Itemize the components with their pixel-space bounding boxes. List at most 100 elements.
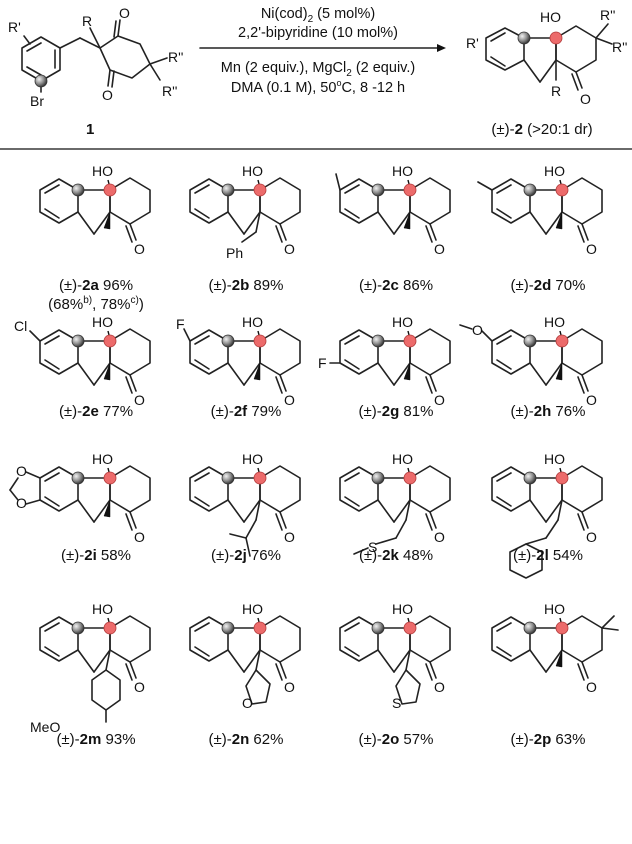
carbon-ball — [221, 334, 235, 348]
product-2o: O HO S — [339, 601, 451, 711]
substituent-label: S — [368, 539, 377, 555]
atom-label: O — [16, 495, 27, 511]
atom-label: O — [284, 529, 295, 545]
substituent-label: R' — [466, 35, 479, 51]
product-yield-label: (±)-2j 76% — [211, 547, 281, 564]
carbon-ball — [371, 471, 385, 485]
atom-label: O — [586, 392, 597, 408]
atom-label: O — [16, 463, 27, 479]
atom-label: O — [586, 241, 597, 257]
atom-label: HO — [544, 163, 565, 179]
carbon-ball — [523, 334, 537, 348]
atom-label: O — [434, 529, 445, 545]
substituent-label: R — [82, 13, 92, 29]
atom-label: HO — [392, 601, 413, 617]
atom-label: HO — [92, 314, 113, 330]
stereocenter-ball — [403, 471, 417, 485]
carbon-ball — [221, 183, 235, 197]
product-2a: OHO — [39, 163, 151, 257]
atom-label: Cl — [14, 318, 27, 334]
substituent-label: S — [392, 695, 401, 711]
atom-label: HO — [242, 163, 263, 179]
stereocenter-ball — [555, 334, 569, 348]
substituent-label: Ph — [226, 245, 243, 261]
condition-line-1: Ni(cod)2 (5 mol%) — [261, 6, 375, 25]
atom-label: HO — [92, 163, 113, 179]
product-yield-label: (±)-2d 70% — [511, 277, 586, 294]
stereocenter-ball — [103, 621, 117, 635]
atom-label: HO — [92, 451, 113, 467]
atom-label: HO — [242, 601, 263, 617]
substituent-label: R — [551, 83, 561, 99]
carbon-ball — [371, 621, 385, 635]
atom-label: O — [284, 679, 295, 695]
carbon-ball — [221, 471, 235, 485]
substrate-structure: R' R O O R'' R'' Br — [8, 5, 183, 109]
atom-label: HO — [544, 601, 565, 617]
stereocenter-ball — [403, 183, 417, 197]
stereocenter-ball — [103, 334, 117, 348]
stereocenter-ball — [403, 621, 417, 635]
atom-label: O — [586, 679, 597, 695]
carbon-ball — [371, 183, 385, 197]
product-yield-label: (±)-2n 62% — [209, 731, 284, 748]
substituent-label: R'' — [162, 83, 177, 99]
substituent-label: R'' — [600, 7, 615, 23]
atom-label: O — [434, 241, 445, 257]
carbon-ball — [221, 621, 235, 635]
substituent-label: R'' — [612, 39, 627, 55]
carbon-ball — [71, 471, 85, 485]
product-2h: O HO O — [459, 314, 603, 408]
product-yield-label: (±)-2b 89% — [209, 277, 284, 294]
atom-label: O — [134, 392, 145, 408]
atom-label: O — [586, 529, 597, 545]
stereocenter-ball — [253, 621, 267, 635]
atom-label: F — [318, 355, 327, 371]
product-2c: OHO — [335, 163, 451, 257]
condition-line-4: DMA (0.1 M), 50oC, 8 -12 h — [231, 78, 405, 96]
product-yield-label: (±)-2i 58% — [61, 547, 131, 564]
atom-label: HO — [544, 314, 565, 330]
carbon-ball — [71, 621, 85, 635]
product-structure: HO R' R'' R'' R O — [466, 7, 627, 107]
product-2d: O HO — [477, 163, 603, 257]
product-2b: O HO Ph — [189, 163, 301, 261]
stereocenter-ball — [555, 621, 569, 635]
product-yield-label: (±)-2a 96% — [59, 277, 133, 294]
carbon-ball — [71, 183, 85, 197]
atom-label: O — [284, 241, 295, 257]
product-yield-label: (±)-2e 77% — [59, 403, 133, 420]
substituent-label: MeO — [30, 719, 60, 735]
atom-label: HO — [544, 451, 565, 467]
substituent-label: R'' — [168, 49, 183, 65]
atom-label: HO — [242, 314, 263, 330]
atom-label: HO — [92, 601, 113, 617]
atom-label: O — [134, 679, 145, 695]
atom-label: HO — [242, 451, 263, 467]
atom-label: F — [176, 316, 185, 332]
carbon-ball — [71, 334, 85, 348]
stereocenter-ball — [253, 334, 267, 348]
atom-label: O — [134, 529, 145, 545]
carbon-ball — [523, 621, 537, 635]
product-yield-label: (±)-2f 79% — [211, 403, 282, 420]
stereocenter-ball — [103, 183, 117, 197]
carbon-ball — [523, 183, 537, 197]
product-2m: O HO MeO — [30, 601, 151, 735]
atom-label: O — [102, 87, 113, 103]
atom-label: O — [434, 679, 445, 695]
condition-line-3: Mn (2 equiv.), MgCl2 (2 equiv.) — [221, 60, 415, 79]
atom-label: O — [472, 322, 483, 338]
atom-label: O — [580, 91, 591, 107]
atom-label: HO — [540, 9, 561, 25]
product-2p: O HO — [491, 601, 619, 695]
product-2l: O HO — [491, 451, 603, 579]
atom-label: O — [434, 392, 445, 408]
atom-label: O — [119, 5, 130, 21]
